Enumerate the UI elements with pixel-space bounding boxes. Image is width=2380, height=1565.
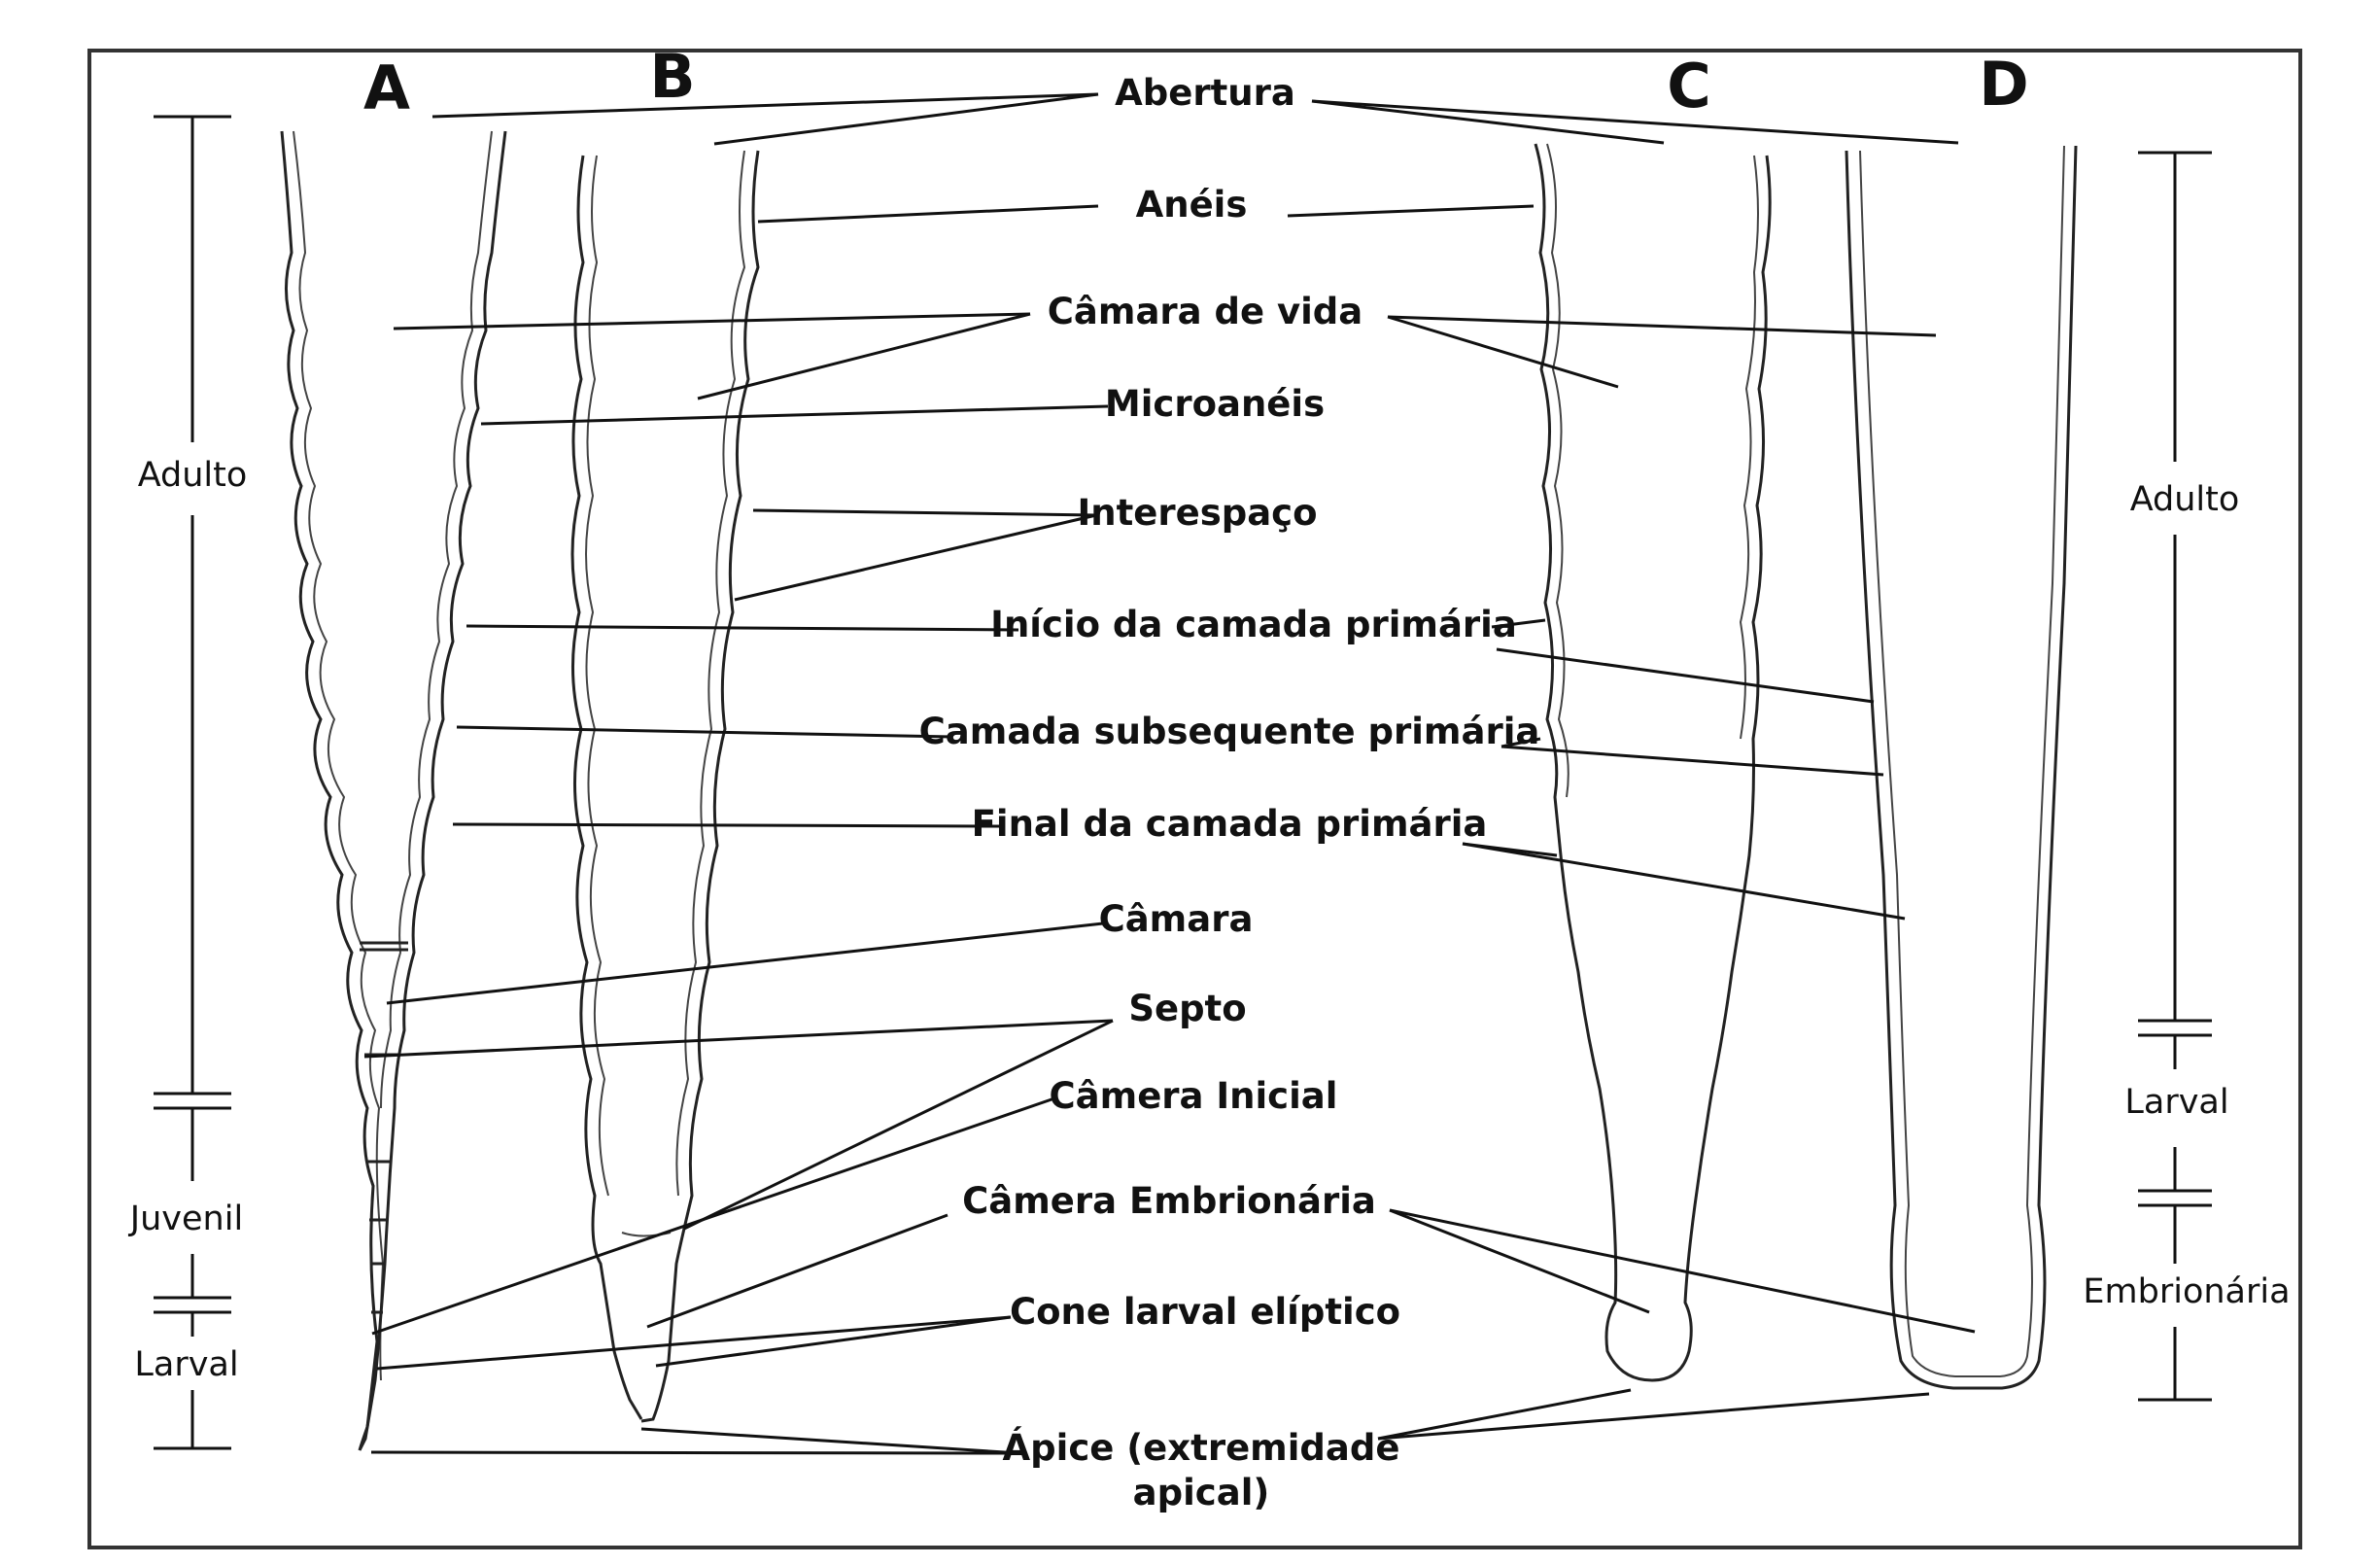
right-stage-scale [2138,151,2212,1402]
shell-a [280,130,507,1451]
label-final-camada-primaria: Final da camada primária [972,803,1488,845]
label-microaneis: Microanéis [1105,383,1325,425]
shell-c [1534,143,1772,1382]
label-camera-embrionaria: Câmera Embrionária [962,1180,1376,1222]
label-apice-line2: apical) [1133,1472,1270,1513]
stage-label-embrionaria: Embrionária [2083,1272,2290,1311]
label-cone-larval-eliptico: Cone larval elíptico [1010,1291,1400,1333]
left-stage-scale [154,115,231,1450]
stage-label-larval-left: Larval [134,1345,238,1384]
label-camera-inicial: Câmera Inicial [1050,1075,1338,1117]
label-apice-line1: Ápice (extremidade [1003,1426,1400,1469]
label-camada-subsequente-primaria: Camada subsequente primária [919,711,1540,752]
panel-letter-c: C [1667,51,1711,122]
panel-letter-a: A [363,52,410,123]
shell-d [1845,145,2078,1390]
label-abertura: Abertura [1115,72,1295,114]
label-septo: Septo [1128,988,1246,1029]
label-inicio-camada-primaria: Início da camada primária [990,604,1517,645]
label-camara: Câmara [1099,898,1254,940]
stage-label-adulto-left: Adulto [138,456,248,495]
stage-label-juvenil: Juvenil [128,1200,243,1238]
label-camara-de-vida: Câmara de vida [1048,291,1362,332]
label-aneis: Anéis [1136,184,1248,226]
stage-label-larval-right: Larval [2124,1083,2228,1122]
stage-label-adulto-right: Adulto [2130,480,2240,519]
panel-letter-b: B [649,41,695,112]
figure-border [87,49,2302,1549]
leader-lines [363,92,1976,1455]
panel-letter-d: D [1979,49,2028,120]
shell-b [570,150,760,1423]
label-interespaco: Interespaço [1077,492,1317,534]
